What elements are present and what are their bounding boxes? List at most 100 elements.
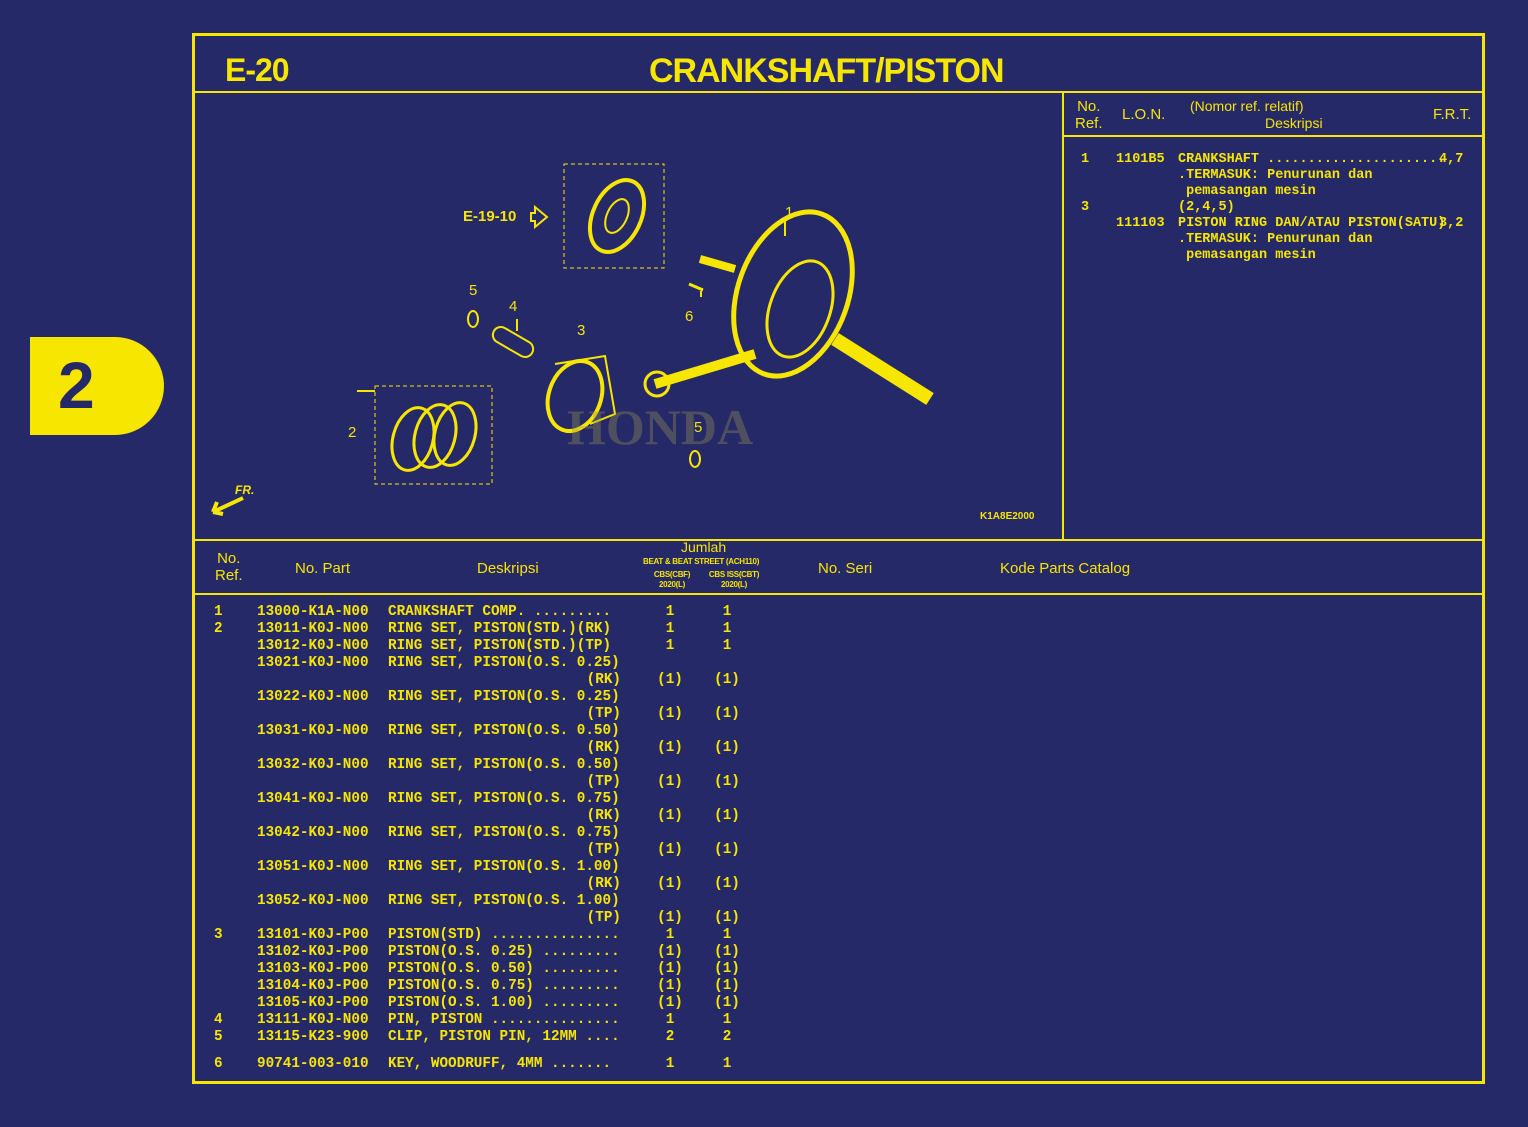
ref-number: 4 — [214, 1012, 223, 1028]
part-number: 13111-K0J-N00 — [257, 1012, 369, 1028]
table-row-continuation: (RK)(1)(1) — [195, 740, 1482, 757]
callout-4: 4 — [509, 298, 518, 315]
qty-cbs-cbf: 2 — [665, 1029, 675, 1045]
parts-header-desc: Deskripsi — [477, 560, 539, 577]
description-suffix: (TP) — [586, 706, 621, 722]
part-number: 13103-K0J-P00 — [257, 961, 369, 977]
part-number: 90741-003-010 — [257, 1056, 369, 1072]
section-badge: 2 — [30, 337, 164, 435]
frt-desc: pemasangan mesin — [1178, 184, 1316, 199]
table-row-continuation: (TP)(1)(1) — [195, 706, 1482, 723]
table-row[interactable]: 6 90741-003-010 KEY, WOODRUFF, 4MM .......… — [195, 1056, 1482, 1073]
callout-5: 5 — [694, 419, 703, 436]
table-row[interactable]: 13022-K0J-N00 RING SET, PISTON(O.S. 0.25) — [195, 689, 1482, 706]
description: RING SET, PISTON(O.S. 1.00) — [388, 893, 620, 909]
page-code: E-20 — [225, 52, 290, 88]
table-row[interactable]: 4 13111-K0J-N00 PIN, PISTON ..............… — [195, 1012, 1482, 1029]
description-suffix: (RK) — [586, 740, 621, 756]
description-suffix: (TP) — [586, 842, 621, 858]
frt-header-frt: F.R.T. — [1433, 106, 1472, 123]
table-row-continuation: (TP)(1)(1) — [195, 842, 1482, 859]
frt-header-lon: L.O.N. — [1122, 106, 1166, 123]
parts-header-part: No. Part — [295, 560, 351, 577]
qty-cbs-iss-cbt: 1 — [722, 927, 732, 943]
frt-lon: 111103 — [1116, 216, 1165, 231]
part-number: 13022-K0J-N00 — [257, 689, 369, 705]
description: PIN, PISTON ............... — [388, 1012, 620, 1028]
ref-number: 5 — [214, 1029, 223, 1045]
divider — [195, 539, 1482, 541]
qty-cbs-iss-cbt: 1 — [722, 638, 732, 654]
description-suffix: (RK) — [586, 672, 621, 688]
callout-1: 1 — [785, 204, 794, 221]
frt-lon: 1101B5 — [1116, 152, 1165, 167]
description: PISTON(O.S. 0.50) ......... — [388, 961, 620, 977]
description: KEY, WOODRUFF, 4MM ....... — [388, 1056, 612, 1072]
qty-cbs-cbf: 1 — [665, 638, 675, 654]
diagram-drawing: HONDA — [211, 163, 934, 516]
description-suffix: (TP) — [586, 774, 621, 790]
table-row[interactable]: 13021-K0J-N00 RING SET, PISTON(O.S. 0.25) — [195, 655, 1482, 672]
table-row[interactable]: 13041-K0J-N00 RING SET, PISTON(O.S. 0.75) — [195, 791, 1482, 808]
divider — [1062, 135, 1482, 137]
description: RING SET, PISTON(O.S. 0.50) — [388, 723, 620, 739]
part-number: 13041-K0J-N00 — [257, 791, 369, 807]
model-label: BEAT & BEAT STREET (ACH110) — [643, 557, 760, 566]
qty-cbs-cbf: 1 — [665, 604, 675, 620]
part-number: 13115-K23-900 — [257, 1029, 369, 1045]
qty-cbs-iss-cbt: (1) — [714, 808, 740, 824]
qty-cbs-iss-cbt: (1) — [714, 842, 740, 858]
parts-header-serial: No. Seri — [818, 560, 873, 577]
description: RING SET, PISTON(O.S. 0.25) — [388, 655, 620, 671]
qty-cbs-cbf: (1) — [657, 672, 683, 688]
description: PISTON(O.S. 0.25) ......... — [388, 944, 620, 960]
part-number: 13021-K0J-N00 — [257, 655, 369, 671]
description: RING SET, PISTON(O.S. 0.75) — [388, 791, 620, 807]
qty-cbs-iss-cbt: (1) — [714, 995, 740, 1011]
table-row-continuation: (RK)(1)(1) — [195, 808, 1482, 825]
part-number: 13042-K0J-N00 — [257, 825, 369, 841]
description: PISTON(O.S. 0.75) ......... — [388, 978, 620, 994]
description: RING SET, PISTON(STD.)(RK) — [388, 621, 612, 637]
parts-header-catalog: Kode Parts Catalog — [1000, 560, 1131, 577]
ref-number: 6 — [214, 1056, 223, 1072]
qty-cbs-iss-cbt: 1 — [722, 1012, 732, 1028]
frt-frt: 3,2 — [1439, 216, 1464, 231]
frt-desc: pemasangan mesin — [1178, 248, 1316, 263]
callout-3: 3 — [577, 322, 586, 339]
frt-desc: PISTON RING DAN/ATAU PISTON(SATU) — [1178, 216, 1446, 231]
frt-desc: .TERMASUK: Penurunan dan — [1178, 168, 1373, 183]
variant-1: CBS(CBF)2020(L) — [653, 570, 691, 589]
parts-header-qty: Jumlah — [681, 539, 727, 555]
ref-number: 1 — [214, 604, 223, 620]
frt-ref: 1 — [1081, 152, 1090, 167]
table-row-continuation: (RK)(1)(1) — [195, 672, 1482, 689]
qty-cbs-cbf: (1) — [657, 944, 683, 960]
ref-number: 2 — [214, 621, 223, 637]
drawing-code: K1A8E2000 — [980, 511, 1035, 522]
description-suffix: (RK) — [586, 808, 621, 824]
part-number: 13012-K0J-N00 — [257, 638, 369, 654]
qty-cbs-iss-cbt: 1 — [722, 604, 732, 620]
callout-5: 5 — [469, 282, 478, 299]
table-row[interactable]: 13103-K0J-P00 PISTON(O.S. 0.50) .........… — [195, 961, 1482, 978]
description: RING SET, PISTON(O.S. 1.00) — [388, 859, 620, 875]
description: RING SET, PISTON(O.S. 0.25) — [388, 689, 620, 705]
callout-2: 2 — [348, 424, 357, 441]
part-number: 13105-K0J-P00 — [257, 995, 369, 1011]
page-title: CRANKSHAFT/PISTON — [649, 52, 1004, 90]
